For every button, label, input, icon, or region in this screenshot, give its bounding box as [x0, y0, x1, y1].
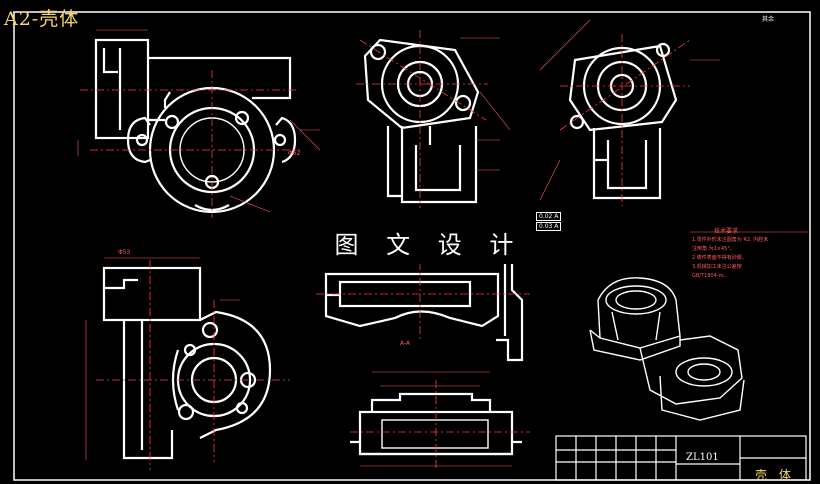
tech-requirement-line: 3.机械加工未注公差按: [692, 264, 742, 270]
dimension-label-a: Φ62: [288, 150, 301, 157]
view-top-left-centerlines: [80, 70, 300, 218]
tech-requirement-line: 2.铸件表面不得有砂眼。: [692, 255, 747, 261]
watermark-text: 图 文 设 计: [334, 226, 524, 264]
view-bottom-left-dims: [85, 257, 240, 460]
title-block-fill: [557, 463, 675, 479]
view-bottom-lower-dims: [360, 371, 512, 467]
tolerance-frame-a: 0.02 A: [536, 212, 562, 221]
view-bottom-left-centerlines: [96, 260, 290, 470]
section-label: A-A: [400, 340, 411, 347]
dimension-label-b: Φ53: [118, 249, 131, 256]
tech-requirement-line: 1.零件外形未注圆角为 R2, 内腔未: [692, 237, 769, 243]
roughness-note: 其余: [762, 16, 775, 23]
tech-requirement-line: GB/T1804-m。: [692, 273, 729, 279]
view-top-left: [94, 38, 297, 214]
drawing-title: A2-壳体: [4, 8, 80, 30]
view-bottom-middle-centerlines: [316, 262, 530, 340]
tech-requirements-list: 1.零件外形未注圆角为 R2, 内腔未 注倒角 为1×45°。 2.铸件表面不得…: [692, 236, 802, 281]
view-top-right: [568, 42, 678, 200]
view-top-middle: [363, 38, 480, 204]
sheet-border: [13, 11, 811, 481]
view-top-right-dims: [539, 19, 720, 201]
view-bottom-middle: [324, 248, 524, 362]
view-isometric: [589, 277, 745, 421]
tech-requirement-line: 注倒角 为1×45°。: [692, 246, 735, 252]
tech-requirements-title: 技术要求: [714, 228, 739, 235]
view-top-middle-dims: [460, 37, 511, 171]
view-top-right-centerlines: [559, 34, 691, 206]
view-top-middle-centerlines: [356, 30, 488, 208]
view-bottom-left: [102, 266, 272, 460]
view-bottom-lower-centerlines: [350, 380, 530, 470]
title-block-name: 壳 体: [755, 468, 795, 482]
view-top-left-dims: [77, 29, 321, 213]
tolerance-frame-b: 0.03 A: [536, 222, 562, 231]
title-block-code: ZL101: [686, 452, 719, 463]
title-block: [555, 435, 807, 481]
